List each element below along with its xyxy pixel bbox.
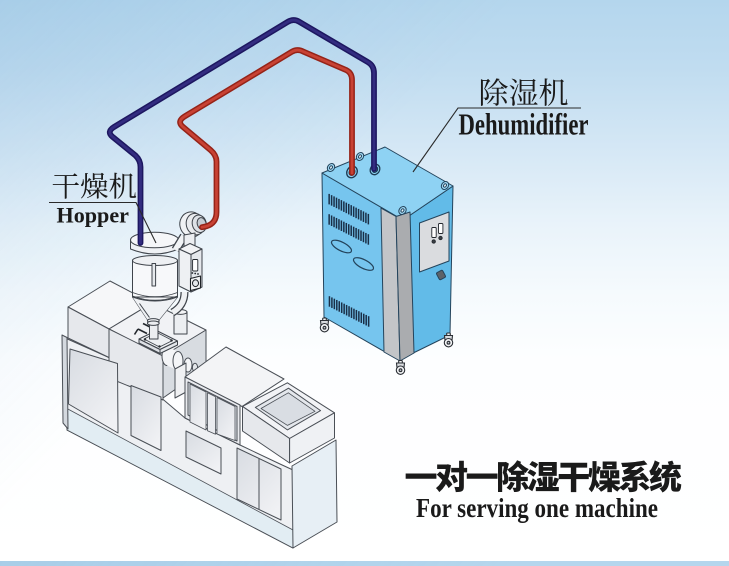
svg-text:Hopper: Hopper (57, 203, 130, 228)
svg-text:Dehumidifier: Dehumidifier (459, 107, 589, 142)
svg-text:For serving one machine: For serving one machine (416, 492, 658, 523)
